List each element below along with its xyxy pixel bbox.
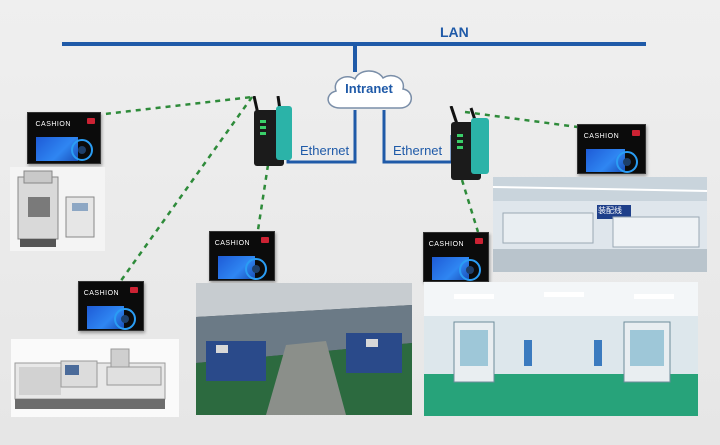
terminal-device: CASHION	[78, 281, 144, 331]
brand-logo-icon	[87, 118, 95, 124]
wireless-link	[95, 95, 253, 117]
terminal-brand: CASHION	[583, 133, 620, 140]
punch-press-photo	[10, 167, 105, 251]
cleanroom-photo	[424, 282, 698, 416]
ethernet-label-right: Ethernet	[393, 143, 443, 158]
brand-logo-icon	[632, 130, 640, 136]
terminal-brand: CASHION	[214, 240, 251, 247]
lan-label: LAN	[440, 24, 469, 40]
factory-floor-photo	[196, 283, 412, 415]
assembly-line-sign: 装配线	[598, 206, 622, 215]
terminal-brand: CASHION	[35, 121, 71, 128]
terminal-device: CASHION	[27, 112, 101, 164]
terminal-device: CASHION	[423, 232, 489, 282]
wireless-link	[118, 96, 254, 283]
terminal-screen	[586, 149, 625, 173]
nfc-icon	[114, 308, 136, 330]
terminal-screen	[36, 137, 78, 161]
wireless-link	[256, 164, 270, 231]
wireless-router-icon	[449, 106, 489, 180]
terminal-brand: CASHION	[428, 241, 465, 248]
wireless-link	[460, 179, 480, 233]
terminal-device: CASHION	[209, 231, 275, 281]
brand-logo-icon	[475, 238, 483, 244]
brand-logo-icon	[261, 237, 269, 243]
injection-molding-machine-photo	[11, 339, 179, 417]
intranet-label: Intranet	[345, 81, 393, 96]
wireless-link	[464, 110, 586, 130]
cloud-icon	[327, 70, 412, 109]
brand-logo-icon	[130, 287, 138, 293]
nfc-icon	[616, 151, 638, 173]
nfc-icon	[71, 139, 93, 161]
nfc-icon	[245, 258, 267, 280]
assembly-line-photo	[493, 177, 707, 272]
ethernet-label-left: Ethernet	[300, 143, 350, 158]
terminal-brand: CASHION	[83, 290, 120, 297]
nfc-icon	[459, 259, 481, 281]
wireless-router-icon	[252, 96, 292, 166]
terminal-device: CASHION	[577, 124, 646, 174]
